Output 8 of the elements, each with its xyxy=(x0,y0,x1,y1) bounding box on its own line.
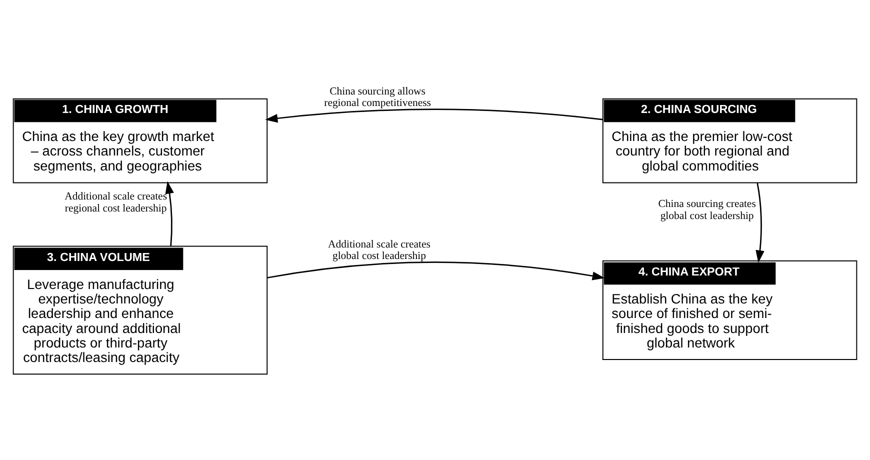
edge-label: Additional scale creates regional cost leadership xyxy=(64,190,168,214)
arrow xyxy=(265,108,603,123)
edge-label: China sourcing allows regional competitiveness xyxy=(324,85,431,110)
edge-label: Additional scale creates global cost leadership xyxy=(328,238,430,262)
arrow xyxy=(756,183,764,263)
arrow xyxy=(267,262,605,280)
edge-label: China sourcing creates global cost leadership xyxy=(658,198,756,222)
arrow xyxy=(165,181,174,246)
